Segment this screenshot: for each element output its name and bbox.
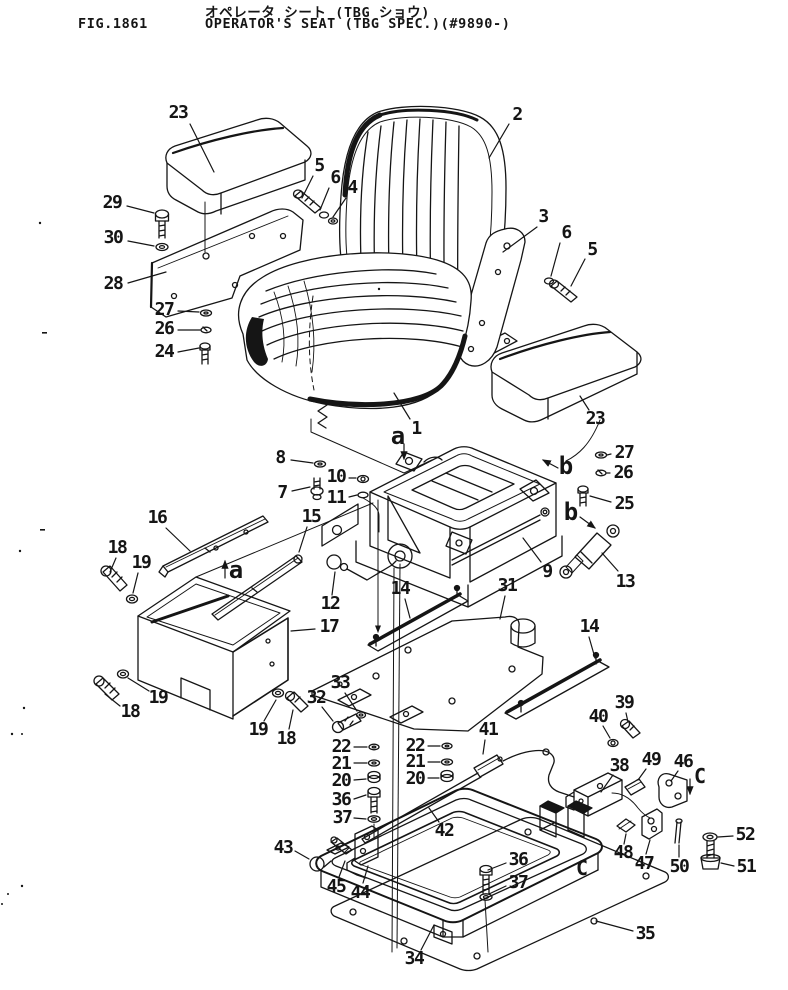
armrest-bracket-drawing bbox=[149, 208, 304, 318]
leader-lines-layer bbox=[104, 123, 735, 951]
leader-line bbox=[288, 709, 294, 730]
slide-plate-drawing bbox=[311, 615, 544, 732]
leader-line bbox=[570, 258, 586, 287]
leader-line bbox=[428, 807, 440, 823]
leader-line bbox=[499, 595, 506, 620]
leader-line bbox=[488, 123, 510, 159]
leader-line bbox=[298, 526, 308, 553]
leader-line bbox=[579, 395, 590, 411]
leader-line bbox=[595, 920, 634, 932]
leader-line bbox=[291, 486, 311, 492]
section-arrow bbox=[579, 516, 596, 529]
seat-rail-14-left-drawing bbox=[367, 584, 469, 652]
base-plate-drawing bbox=[330, 816, 670, 972]
leader-line bbox=[290, 459, 314, 464]
slide-rail-16-drawing bbox=[158, 515, 269, 578]
leader-line bbox=[331, 571, 336, 596]
leader-line bbox=[127, 271, 167, 284]
leader-line bbox=[404, 598, 411, 619]
latch-parts-drawing bbox=[616, 773, 721, 870]
leader-line bbox=[601, 552, 619, 572]
leader-line bbox=[127, 677, 150, 692]
scan-noise bbox=[1, 221, 381, 905]
leader-line bbox=[353, 778, 367, 781]
title-japanese: オペレータ シート (TBG ショウ) bbox=[205, 5, 430, 21]
leader-line bbox=[550, 242, 561, 277]
stopper-parts-drawing bbox=[309, 825, 379, 879]
leader-line bbox=[623, 833, 627, 845]
leader-line bbox=[332, 197, 347, 218]
leader-line bbox=[301, 175, 314, 199]
leader-line bbox=[109, 557, 117, 573]
leader-line bbox=[502, 226, 538, 253]
seat-cushion-drawing bbox=[237, 252, 472, 429]
leader-line bbox=[165, 527, 191, 552]
leader-line bbox=[104, 693, 121, 707]
section-arrow bbox=[541, 459, 559, 469]
armrest-left-drawing bbox=[165, 117, 312, 215]
page-title: OPERATOR'S SEAT (TBG SPEC.)(#9890-) bbox=[205, 16, 511, 32]
seat-rail-14-right-drawing bbox=[504, 651, 610, 720]
leader-line bbox=[589, 495, 612, 503]
leader-line bbox=[132, 572, 139, 594]
leader-line bbox=[420, 924, 435, 951]
leader-line bbox=[294, 850, 310, 860]
alignment-lines bbox=[204, 201, 601, 953]
leader-line bbox=[353, 794, 367, 800]
leader-line bbox=[522, 537, 542, 563]
leader-line bbox=[177, 310, 200, 313]
backrest-bracket-drawing bbox=[457, 227, 526, 367]
latch-bracket-drawing bbox=[565, 772, 651, 819]
control-rod-drawing bbox=[361, 748, 575, 844]
armrest-right-drawing bbox=[490, 323, 642, 423]
leader-line bbox=[606, 453, 612, 456]
leader-line bbox=[602, 725, 611, 739]
leader-line bbox=[321, 706, 334, 722]
damper-drawing bbox=[559, 524, 620, 579]
leader-line bbox=[189, 123, 215, 173]
leader-line bbox=[637, 768, 647, 781]
leader-line bbox=[625, 712, 629, 723]
figure-number: FIG.1861 bbox=[78, 16, 148, 32]
leader-line bbox=[126, 205, 155, 214]
leader-line bbox=[353, 817, 367, 820]
leader-line bbox=[487, 862, 507, 871]
leader-line bbox=[717, 835, 734, 838]
leader-line bbox=[348, 494, 358, 498]
leader-line bbox=[177, 347, 200, 353]
leader-line bbox=[127, 240, 155, 247]
leader-line bbox=[393, 392, 411, 420]
seat-line-art bbox=[1, 105, 735, 972]
leader-line bbox=[344, 692, 358, 712]
leader-line bbox=[488, 885, 507, 895]
leader-line bbox=[338, 860, 346, 878]
leader-line bbox=[319, 187, 330, 211]
slide-rail-15-drawing bbox=[211, 554, 303, 621]
leader-line bbox=[670, 770, 679, 782]
leader-line bbox=[720, 862, 735, 867]
leader-line bbox=[645, 839, 651, 855]
lever-knob-drawing bbox=[326, 554, 397, 581]
leader-line bbox=[263, 699, 277, 722]
base-frame-drawing bbox=[315, 787, 603, 945]
fasteners-drawing bbox=[93, 189, 641, 901]
leader-line bbox=[600, 774, 614, 793]
suspension-box-drawing bbox=[321, 446, 563, 608]
leader-line bbox=[362, 865, 369, 884]
leader-line bbox=[482, 739, 486, 755]
leader-line bbox=[290, 628, 316, 632]
leader-line bbox=[588, 636, 596, 659]
